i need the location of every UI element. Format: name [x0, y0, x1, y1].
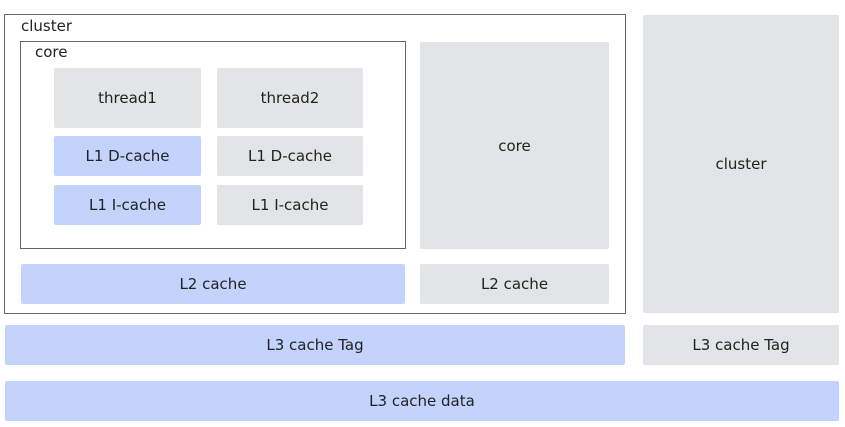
l1-dcache-box-2: L1 D-cache	[217, 136, 363, 176]
l3-cache-tag-box-1: L3 cache Tag	[5, 325, 625, 365]
thread1-box: thread1	[54, 68, 201, 128]
thread2-box: thread2	[217, 68, 363, 128]
l3-cache-tag-box-2: L3 cache Tag	[643, 325, 839, 365]
l2-cache-box-1: L2 cache	[21, 264, 405, 304]
l1-icache-box-2: L1 I-cache	[217, 185, 363, 225]
core-frame-label: core	[35, 43, 68, 61]
cluster-box-2: cluster	[643, 15, 839, 313]
l1-dcache-box-1: L1 D-cache	[54, 136, 201, 176]
core-box-2: core	[420, 42, 609, 249]
cluster-frame-label: cluster	[21, 17, 73, 35]
l1-icache-box-1: L1 I-cache	[54, 185, 201, 225]
l3-cache-data-box: L3 cache data	[5, 381, 839, 421]
l2-cache-box-2: L2 cache	[420, 264, 609, 304]
